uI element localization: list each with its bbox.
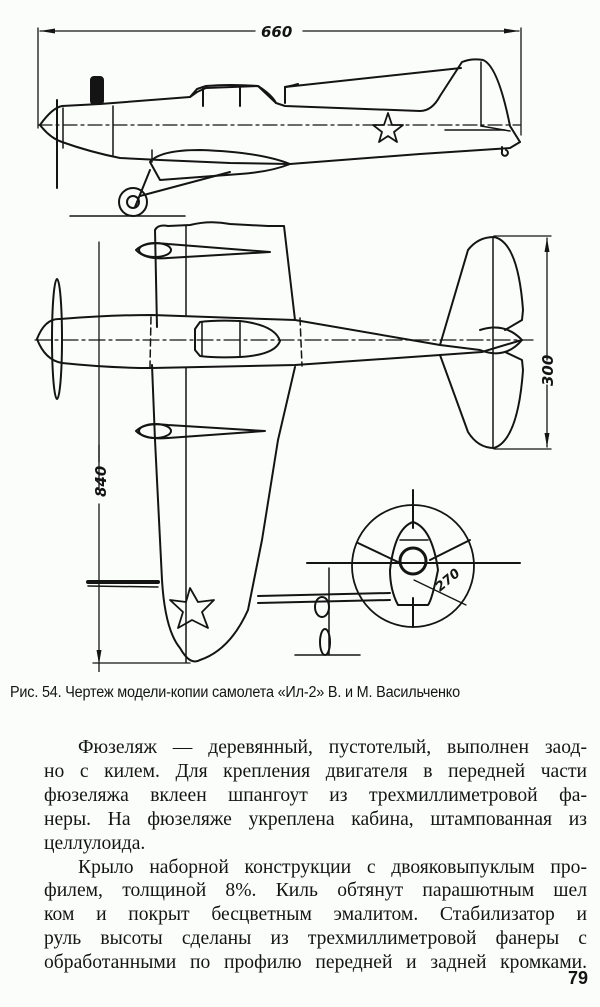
text-line: ком и покрыт бесцветным эмалитом. Стабил… [44,904,587,926]
text-line: обработанными по профилю передней и задн… [44,952,587,974]
dimension-length-label: 660 [261,23,292,41]
text-line: Крыло наборной конструкции с двояковыпук… [78,856,587,878]
body-text: Фюзеляж — деревянный, пустотелый, выполн… [10,736,587,975]
text-line: Фюзеляж — деревянный, пустотелый, выполн… [78,737,587,758]
dimension-half-span-label: 840 [92,466,110,497]
side-view: 660 [37,23,522,217]
dimension-tail-span-label: 300 [539,355,557,386]
paragraph-fuselage: Фюзеляж — деревянный, пустотелый, выполн… [10,736,587,856]
plan-view: 300 840 [34,221,557,672]
aircraft-drawing-figure: 660 [34,23,557,672]
text-line: филем, толщиной 8%. Киль обтянут парашют… [44,880,587,902]
text-line: но с килем. Для крепления двигателя в пе… [44,760,587,782]
text-line: фюзеляжа вклеен шпангоут из трехмиллимет… [44,784,587,806]
front-view: 270 [86,489,521,656]
figure-caption: Рис. 54. Чертеж модели-копии самолета «И… [10,684,460,701]
paragraph-wing: Крыло наборной конструкции с двояковыпук… [10,856,587,976]
text-line: целлулоида. [44,832,146,854]
text-line: неры. На фюзеляже укреплена кабина, штам… [44,808,587,830]
text-line: руль высоты сделаны из трехмиллиметровой… [44,928,587,950]
page-number: 79 [567,968,588,988]
